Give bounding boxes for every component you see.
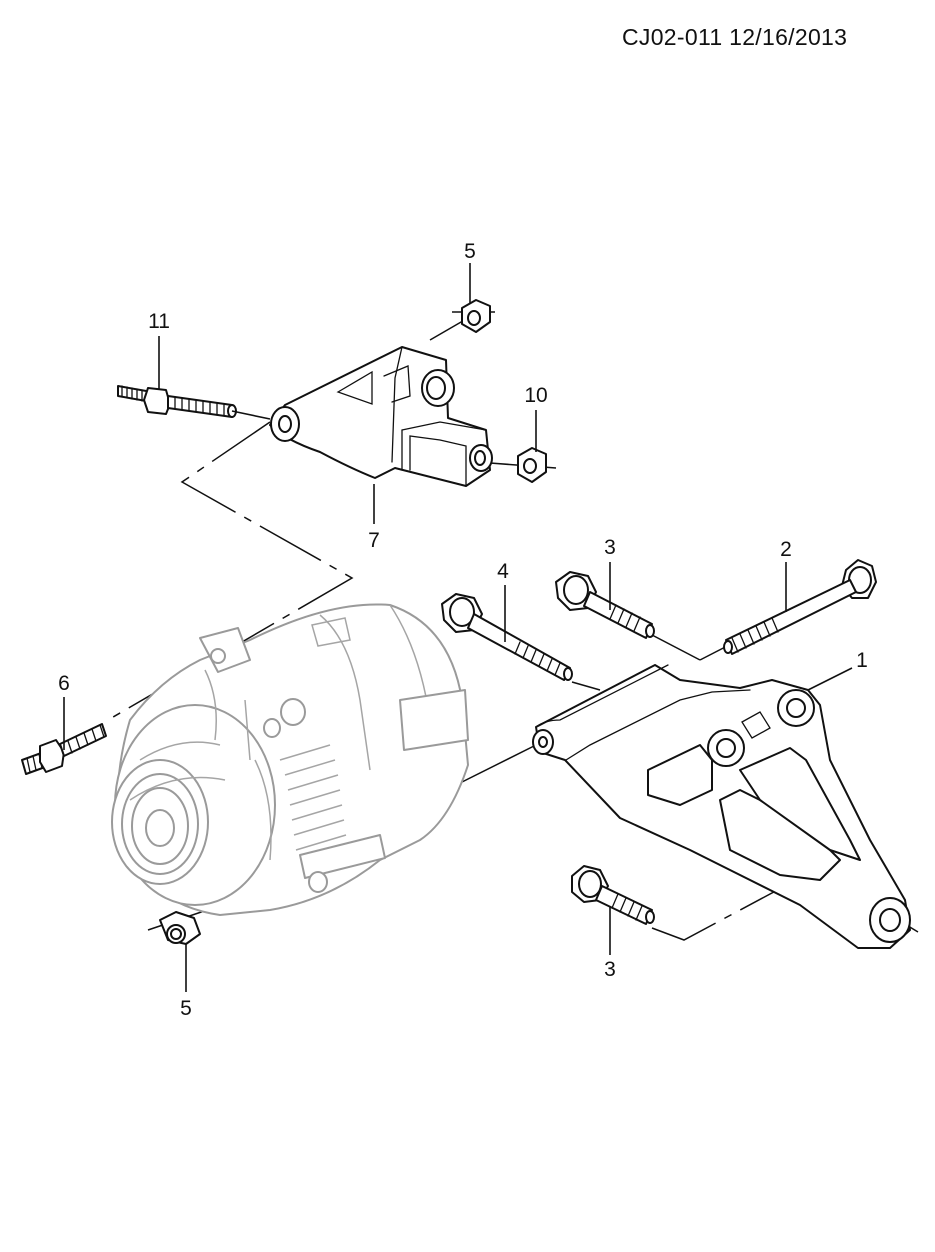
callout-3-upper: 3: [604, 536, 616, 559]
bracket-part-1: [532, 664, 911, 949]
callout-leaders: [63, 263, 853, 992]
hex-nut-part-5-upper: [461, 299, 491, 333]
flange-bolt-part-3-lower: [571, 865, 655, 925]
flange-bolt-part-3-upper: [555, 571, 655, 639]
callout-4: 4: [497, 560, 509, 583]
stud-bolt-part-11: [117, 385, 271, 420]
callout-2: 2: [780, 538, 792, 561]
stud-bolt-part-6: [21, 723, 107, 775]
flange-bolt-part-4: [441, 593, 573, 681]
callout-3-lower: 3: [604, 958, 616, 981]
bracket-part-7: [269, 346, 493, 487]
callout-11: 11: [148, 310, 170, 333]
callout-6: 6: [58, 672, 70, 695]
callout-7: 7: [368, 529, 380, 552]
callout-5-upper: 5: [464, 240, 476, 263]
callout-5-lower: 5: [180, 997, 192, 1020]
callout-1: 1: [856, 649, 868, 672]
callout-10: 10: [524, 384, 547, 407]
drawing-code-and-date: CJ02-011 12/16/2013: [622, 24, 848, 50]
callout-labels: 5 11 10 7 3 2 4 1 6 3 5: [58, 240, 868, 1020]
alternator-body: [111, 603, 469, 916]
hex-nut-part-10: [517, 447, 547, 483]
hex-nut-part-5-lower: [159, 911, 201, 945]
flange-bolt-part-2: [723, 559, 877, 655]
